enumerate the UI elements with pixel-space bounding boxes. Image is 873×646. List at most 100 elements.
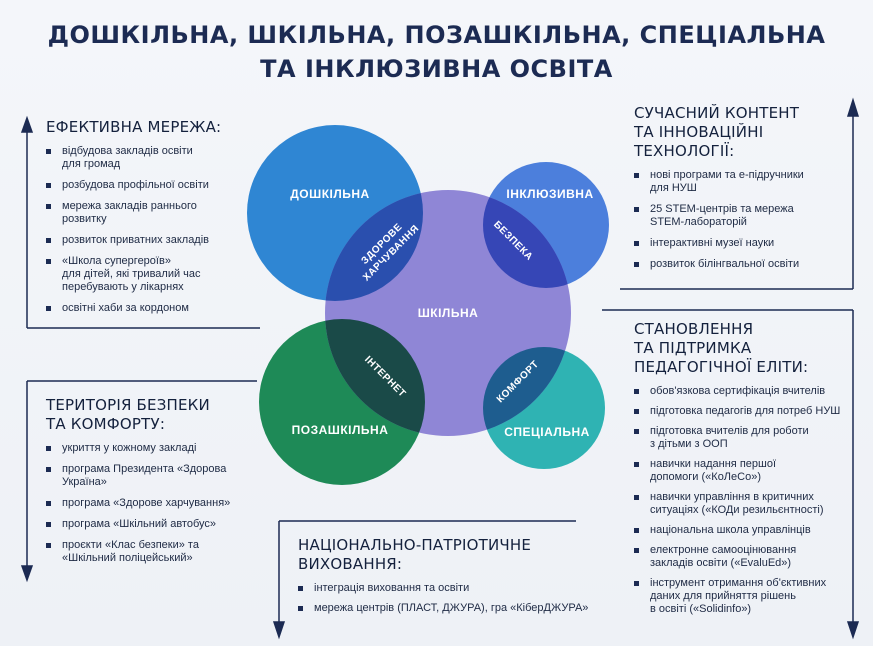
list-item: 25 STEM-центрів та мережа STEM-лаборатор… [634,203,839,229]
list-item-line: для громад [62,158,121,170]
list-item-line: інструмент отримання об'єктивних [650,577,827,589]
list-item: розбудова профільної освіти [46,179,251,192]
special-label: СПЕЦІАЛЬНА [504,425,590,439]
overlap-special-school [483,347,571,436]
list-item-line: Україна» [62,476,107,488]
panel-title-line: ВИХОВАННЯ: [298,555,403,573]
list-item: проєкти «Клас безпеки» та «Шкільний полі… [46,539,251,565]
list-item: розвиток білінгвальної освіти [634,258,839,271]
panel-national-patriotic: НАЦІОНАЛЬНО-ПАТРІОТИЧНЕ ВИХОВАННЯ: інтег… [298,536,598,622]
preschool-label: ДОШКІЛЬНА [290,187,369,201]
panel-title-line: ПЕДАГОГІЧНОЇ ЕЛІТИ: [634,358,809,376]
list-item: навички управління в критичних ситуаціях… [634,491,849,517]
content-frame [620,97,860,290]
page-title-line-2: ТА ІНКЛЮЗИВНА ОСВІТА [260,55,613,83]
panel-safety-comfort: ТЕРИТОРІЯ БЕЗПЕКИ ТА КОМФОРТУ: укриття у… [46,396,251,573]
elite-frame [602,309,860,640]
list-item-line: відбудова закладів освіти [62,145,193,157]
list-item-line: розвиток приватних закладів [62,234,210,246]
list-item-line: ситуаціях («КОДи резильєнтності) [650,504,824,516]
list-item: обов'язкова сертифікація вчителів [634,385,849,398]
list-item-line: з дітьми з ООП [650,438,728,450]
panel-title-line: ТЕРИТОРІЯ БЕЗПЕКИ [46,396,210,414]
list-item-line: розвиток білінгвальної освіти [650,258,800,270]
page-title-line-1: ДОШКІЛЬНА, ШКІЛЬНА, ПОЗАШКІЛЬНА, СПЕЦІАЛ… [47,21,826,49]
inclusive-label: ІНКЛЮЗИВНА [506,187,593,201]
list-item: відбудова закладів освіти для громад [46,145,251,171]
panel-title-line: СТАНОВЛЕННЯ [634,320,754,338]
panel-effective-network: ЕФЕКТИВНА МЕРЕЖА: відбудова закладів осв… [46,118,251,323]
bullet-list: обов'язкова сертифікація вчителів підгот… [634,385,849,616]
list-item-line: для НУШ [650,182,697,194]
panel-title-line: ЕФЕКТИВНА МЕРЕЖА: [46,118,222,136]
list-item-line: укриття у кожному закладі [62,442,197,454]
list-item-line: 25 STEM-центрів та мережа [650,203,794,215]
school-label: ШКІЛЬНА [418,306,479,320]
list-item: нові програми та е-підручники для НУШ [634,169,839,195]
list-item-line: «Шкільний поліцейський» [62,552,193,564]
bullet-list: відбудова закладів освіти для громад роз… [46,145,251,315]
panel-title-line: ТА КОМФОРТУ: [46,415,166,433]
list-item: мережа закладів раннього розвитку [46,200,251,226]
overlap-inclusive-school [483,190,571,288]
extracurricular-label: ПОЗАШКІЛЬНА [292,423,389,437]
list-item: національна школа управлінців [634,524,849,537]
list-item: інтерактивні музеї науки [634,237,839,250]
panel-title: ЕФЕКТИВНА МЕРЕЖА: [46,118,251,137]
panel-title: ТЕРИТОРІЯ БЕЗПЕКИ ТА КОМФОРТУ: [46,396,251,434]
national-frame [272,520,576,640]
list-item-line: підготовка вчителів для роботи [650,425,809,437]
overlap-preschool-school [325,190,423,301]
list-item-line: програма «Шкільний автобус» [62,518,217,530]
list-item: мережа центрів (ПЛАСТ, ДЖУРА), гра «Кібе… [298,602,598,615]
overlap-extracurricular-school [325,319,425,436]
list-item-line: програма Президента «Здорова [62,463,227,475]
bullet-list: інтеграція виховання та освіти мережа це… [298,582,598,615]
list-item-line: інтеграція виховання та освіти [314,582,470,594]
bullet-list: нові програми та е-підручники для НУШ 25… [634,169,839,271]
panel-title-line: СУЧАСНИЙ КОНТЕНТ [634,104,800,122]
list-item-line: обов'язкова сертифікація вчителів [650,385,826,397]
list-item-line: навички управління в критичних [650,491,814,503]
list-item-line: електронне самооцінювання [650,544,797,556]
list-item: освітні хаби за кордоном [46,302,251,315]
list-item: інтеграція виховання та освіти [298,582,598,595]
list-item-line: програма «Здорове харчування» [62,497,231,509]
list-item-line: для дітей, які тривалий час [62,268,201,280]
list-item: «Школа супергероїв» для дітей, які трива… [46,255,251,294]
list-item-line: STEM-лабораторій [650,216,747,228]
list-item: електронне самооцінювання закладів освіт… [634,544,849,570]
list-item: підготовка вчителів для роботи з дітьми … [634,425,849,451]
panel-title: СУЧАСНИЙ КОНТЕНТ ТА ІННОВАЦІЙНІ ТЕХНОЛОГ… [634,104,839,161]
list-item: укриття у кожному закладі [46,442,251,455]
list-item-line: закладів освіти («EvaluEd») [650,557,792,569]
list-item-line: розвитку [62,213,107,225]
panel-title: НАЦІОНАЛЬНО-ПАТРІОТИЧНЕ ВИХОВАННЯ: [298,536,598,574]
network-frame [20,115,260,329]
list-item-line: підготовка педагогів для потреб НУШ [650,405,841,417]
panel-title-line: ТА ІННОВАЦІЙНІ [634,123,764,141]
list-item: розвиток приватних закладів [46,234,251,247]
list-item: програма Президента «Здорова Україна» [46,463,251,489]
list-item-line: інтерактивні музеї науки [650,237,775,249]
panel-title-line: ТЕХНОЛОГІЇ: [634,142,735,160]
list-item-line: мережа закладів раннього [62,200,197,212]
panel-modern-content: СУЧАСНИЙ КОНТЕНТ ТА ІННОВАЦІЙНІ ТЕХНОЛОГ… [634,104,839,279]
list-item-line: мережа центрів (ПЛАСТ, ДЖУРА), гра «Кібе… [314,602,589,614]
list-item: навички надання першої допомоги («КоЛеСо… [634,458,849,484]
list-item-line: проєкти «Клас безпеки» та [62,539,199,551]
panel-title-line: НАЦІОНАЛЬНО-ПАТРІОТИЧНЕ [298,536,532,554]
list-item-line: національна школа управлінців [650,524,811,536]
list-item: програма «Шкільний автобус» [46,518,251,531]
list-item-line: навички надання першої [650,458,777,470]
list-item-line: «Школа супергероїв» [62,255,171,267]
list-item-line: допомоги («КоЛеСо») [650,471,761,483]
list-item-line: розбудова профільної освіти [62,179,209,191]
panel-pedagogical-elite: СТАНОВЛЕННЯ ТА ПІДТРИМКА ПЕДАГОГІЧНОЇ ЕЛ… [634,320,849,623]
list-item: програма «Здорове харчування» [46,497,251,510]
list-item-line: в освіті («Solidinfo») [650,603,752,615]
panel-title-line: ТА ПІДТРИМКА [634,339,752,357]
panel-title: СТАНОВЛЕННЯ ТА ПІДТРИМКА ПЕДАГОГІЧНОЇ ЕЛ… [634,320,849,377]
